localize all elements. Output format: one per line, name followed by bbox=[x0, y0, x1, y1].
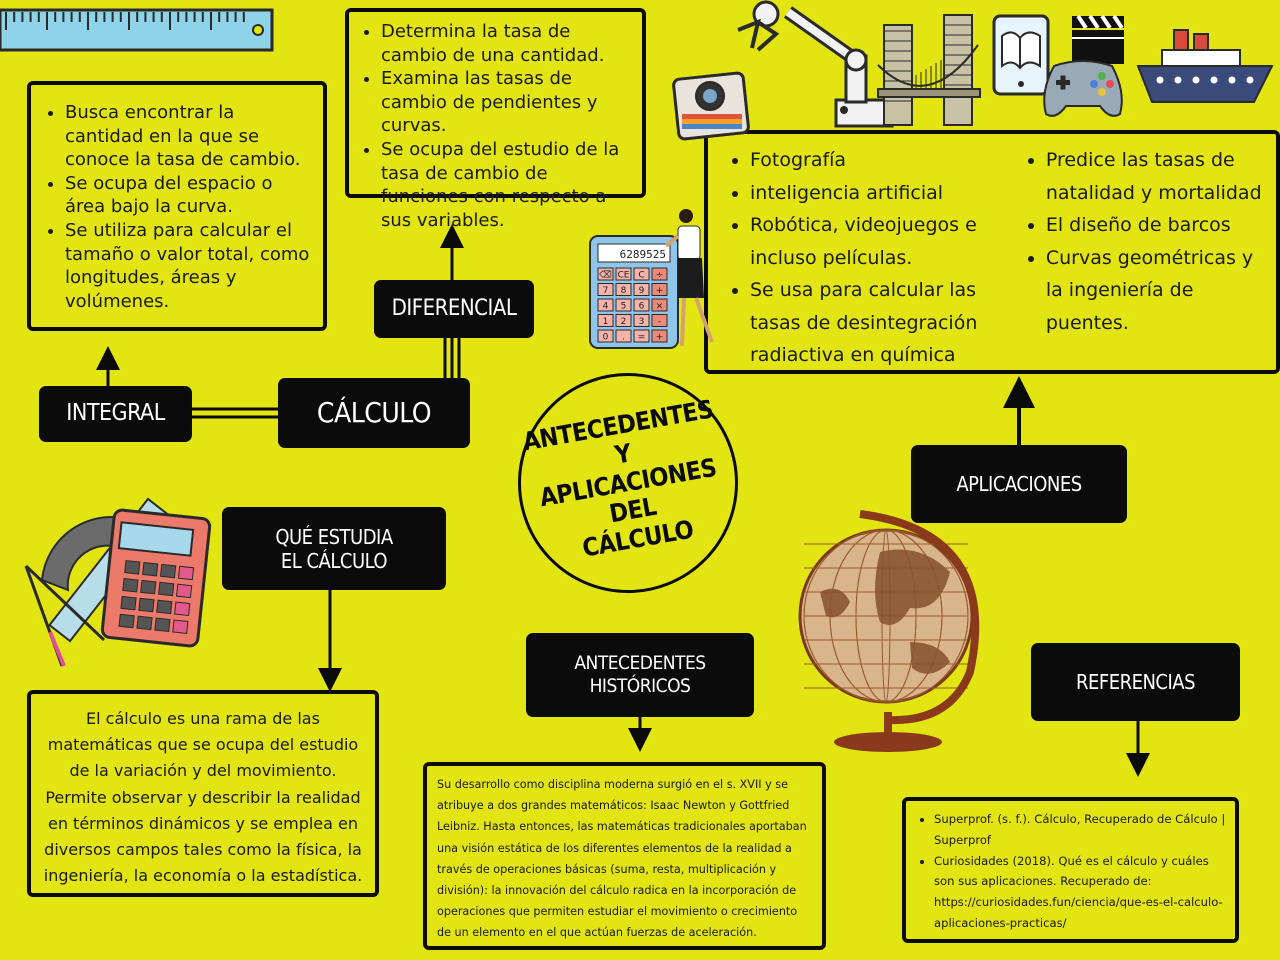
clapperboard-icon bbox=[1072, 14, 1124, 64]
calculator-key: 3 bbox=[639, 317, 645, 327]
referencias-info-box: Superprof. (s. f.). Cálculo, Recuperado … bbox=[902, 797, 1239, 943]
calculator-key: - bbox=[658, 317, 661, 327]
aplicaciones-info-box: Fotografíainteligencia artificialRobótic… bbox=[704, 130, 1280, 374]
main-title: ANTECEDENTES Y APLICACIONES DEL CÁLCULO bbox=[520, 394, 719, 563]
list-item: Se utiliza para calcular el tamaño o val… bbox=[65, 219, 313, 313]
calculator-key: CE bbox=[618, 271, 630, 281]
calculator-key: + bbox=[656, 286, 664, 296]
gamepad-icon bbox=[1043, 60, 1123, 117]
ship-icon bbox=[1136, 29, 1274, 103]
calculator-key: 5 bbox=[621, 302, 627, 312]
calculator-key: C bbox=[638, 271, 644, 281]
list-item: Curiosidades (2018). Qué es el cálculo y… bbox=[934, 851, 1229, 934]
aplicaciones-list-col2: Predice las tasas de natalidad y mortali… bbox=[1018, 144, 1270, 370]
calculator-key: 8 bbox=[621, 286, 627, 296]
integral-info-box: Busca encontrar la cantidad en la que se… bbox=[27, 81, 327, 331]
list-item: Busca encontrar la cantidad en la que se… bbox=[65, 101, 313, 172]
calculator-key: 7 bbox=[603, 286, 609, 296]
list-item: inteligencia artificial bbox=[750, 177, 1018, 210]
calculator-key: 9 bbox=[639, 286, 645, 296]
antecedentes-text: Su desarrollo como disciplina moderna su… bbox=[437, 778, 807, 940]
diferencial-info-box: Determina la tasa de cambio de una canti… bbox=[345, 8, 646, 231]
integral-info-list: Busca encontrar la cantidad en la que se… bbox=[37, 101, 313, 313]
aplicaciones-list-col1: Fotografíainteligencia artificialRobótic… bbox=[722, 144, 1018, 370]
globe-icon bbox=[798, 510, 980, 752]
robot-arm-icon bbox=[737, 0, 894, 128]
calculator-key: × bbox=[656, 302, 664, 312]
list-item: Examina las tasas de cambio de pendiente… bbox=[381, 67, 634, 138]
calculator-display: 6289525 bbox=[620, 248, 666, 261]
node-que-estudia: QUÉ ESTUDIA EL CÁLCULO bbox=[222, 507, 446, 590]
title-circle: ANTECEDENTES Y APLICACIONES DEL CÁLCULO bbox=[518, 373, 738, 593]
list-item: Se ocupa del estudio de la tasa de cambi… bbox=[381, 138, 634, 232]
node-aplicaciones: APLICACIONES bbox=[911, 445, 1127, 523]
calculator-key: = bbox=[638, 333, 646, 343]
calculator-key: ⌫ bbox=[598, 271, 612, 281]
calculator-key: 6 bbox=[639, 302, 645, 312]
calculator-key: 2 bbox=[621, 317, 627, 327]
list-item: Se ocupa del espacio o área bajo la curv… bbox=[65, 172, 313, 219]
ebook-icon bbox=[992, 14, 1050, 96]
que-estudia-info-box: El cálculo es una rama de las matemática… bbox=[27, 690, 379, 897]
ruler-icon bbox=[0, 8, 274, 52]
math-tools-icon bbox=[24, 497, 212, 667]
referencias-list: Superprof. (s. f.). Cálculo, Recuperado … bbox=[906, 809, 1229, 934]
diferencial-info-list: Determina la tasa de cambio de una canti… bbox=[353, 20, 634, 232]
list-item: Curvas geométricas y la ingeniería de pu… bbox=[1046, 242, 1270, 340]
que-estudia-text: El cálculo es una rama de las matemática… bbox=[43, 709, 363, 886]
list-item: Superprof. (s. f.). Cálculo, Recuperado … bbox=[934, 809, 1229, 851]
node-integral: INTEGRAL bbox=[39, 386, 192, 442]
calculator-key: 1 bbox=[603, 317, 609, 327]
calculator-person-icon: 6289525 ⌫ CE C ÷ 7 8 9 +4 5 6 × 1 2 3 - 0. = + bbox=[589, 209, 714, 349]
calculator-key: 0 bbox=[603, 333, 609, 343]
calculator-key: + bbox=[656, 333, 664, 343]
list-item: El diseño de barcos bbox=[1046, 209, 1270, 242]
bridge-icon bbox=[877, 14, 981, 126]
node-referencias: REFERENCIAS bbox=[1031, 643, 1240, 721]
list-item: Robótica, videojuegos e incluso película… bbox=[750, 209, 1018, 274]
list-item: Determina la tasa de cambio de una canti… bbox=[381, 20, 634, 67]
camera-icon bbox=[672, 71, 750, 141]
calculator-key: . bbox=[622, 333, 625, 343]
list-item: Fotografía bbox=[750, 144, 1018, 177]
calculator-key: ÷ bbox=[656, 271, 664, 281]
node-calculo: CÁLCULO bbox=[278, 378, 470, 448]
node-diferencial: DIFERENCIAL bbox=[374, 280, 534, 338]
list-item: Se usa para calcular las tasas de desint… bbox=[750, 274, 1018, 372]
antecedentes-info-box: Su desarrollo como disciplina moderna su… bbox=[423, 762, 826, 950]
calculator-key: 4 bbox=[603, 302, 609, 312]
list-item: Predice las tasas de natalidad y mortali… bbox=[1046, 144, 1270, 209]
node-antecedentes: ANTECEDENTES HISTÓRICOS bbox=[526, 633, 754, 717]
